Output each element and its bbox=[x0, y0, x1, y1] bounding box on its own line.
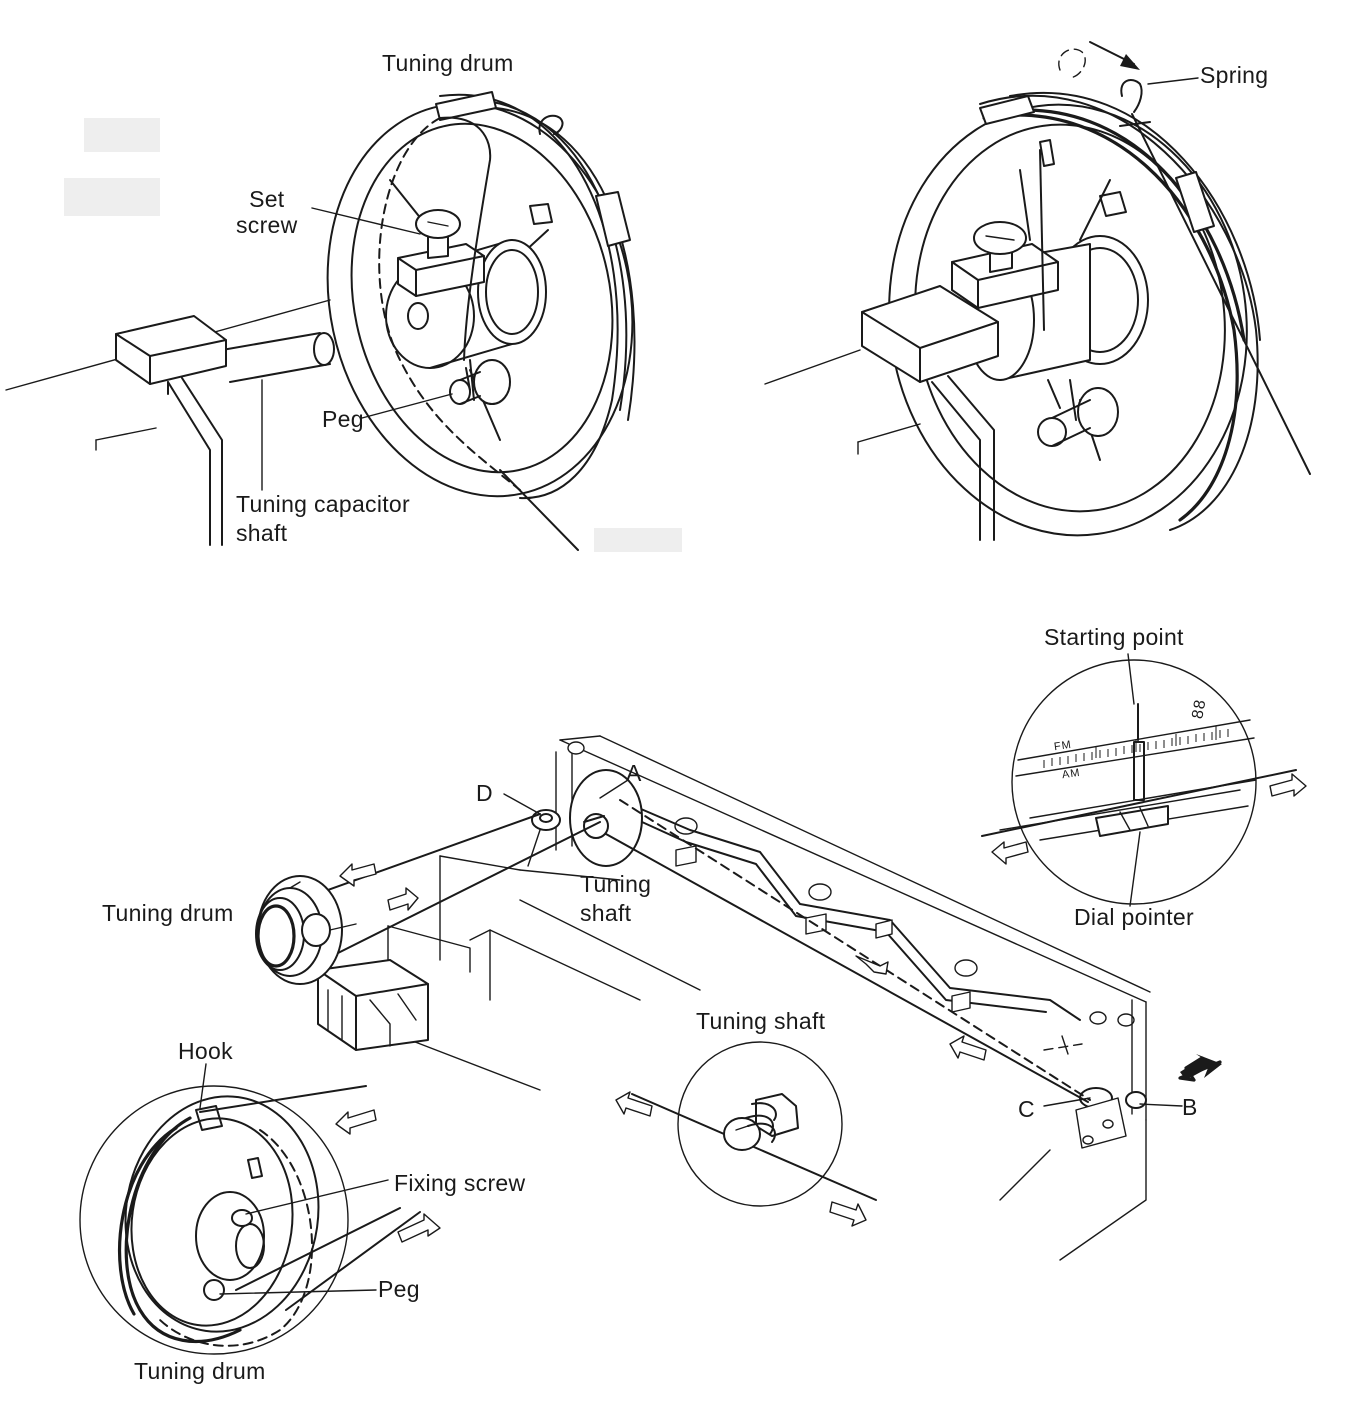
label-tuning-capacitor-shaft-text: Tuning capacitor shaft bbox=[236, 491, 410, 546]
point-leaders bbox=[503, 779, 1183, 1107]
arrow-cord-left bbox=[949, 1035, 987, 1061]
label-fixing-screw: Fixing screw bbox=[394, 1170, 526, 1196]
arrow-left-top bbox=[339, 863, 377, 887]
arrow-hook-right bbox=[397, 1213, 441, 1243]
label-spring: Spring bbox=[1200, 62, 1269, 88]
label-set-screw: Set screw bbox=[236, 186, 298, 238]
scan-artifact bbox=[64, 178, 160, 216]
label-tuning-capacitor-shaft: Tuning capacitor shaft bbox=[236, 490, 410, 548]
dial-label-fm: FM bbox=[1053, 738, 1073, 754]
label-point-c: C bbox=[1018, 1096, 1035, 1122]
label-tuning-shaft-center: Tuning shaft bbox=[580, 870, 651, 928]
label-hook: Hook bbox=[178, 1038, 233, 1064]
direction-arrows bbox=[339, 863, 1222, 1227]
label-dial-pointer: Dial pointer bbox=[1074, 904, 1194, 930]
label-starting-point: Starting point bbox=[1044, 624, 1184, 650]
arrow-hook-left bbox=[335, 1109, 377, 1135]
scan-artifact bbox=[84, 118, 160, 152]
arrow-shaft-right bbox=[829, 1201, 867, 1227]
label-point-b: B bbox=[1182, 1094, 1198, 1120]
label-tuning-drum-middle: Tuning drum bbox=[102, 900, 234, 926]
label-peg-top: Peg bbox=[322, 406, 364, 432]
dial-cord bbox=[299, 799, 1091, 1103]
arrow-rail bbox=[855, 955, 889, 975]
panel-top-left bbox=[5, 91, 636, 551]
dial-label-am: AM bbox=[1061, 766, 1082, 782]
arrow-right-mid bbox=[387, 887, 419, 911]
inset-tuning-shaft bbox=[631, 1041, 877, 1207]
panel-top-right bbox=[764, 41, 1311, 541]
arrow-inset-right bbox=[1269, 773, 1307, 797]
label-tuning-shaft-center-text: Tuning shaft bbox=[580, 871, 652, 926]
dial-label-88: 88 bbox=[1189, 697, 1210, 721]
label-set-screw-text: Set screw bbox=[236, 186, 298, 238]
label-tuning-drum-top: Tuning drum bbox=[382, 50, 514, 76]
label-point-d: D bbox=[476, 780, 493, 806]
label-peg-bottom: Peg bbox=[378, 1276, 420, 1302]
inset-hook-drum bbox=[79, 1063, 441, 1355]
label-point-a: A bbox=[626, 760, 642, 786]
label-tuning-shaft-inset: Tuning shaft bbox=[696, 1008, 826, 1034]
scan-artifact bbox=[594, 528, 682, 552]
arrow-shaft-left bbox=[615, 1091, 653, 1117]
dial-scale-ticks bbox=[1043, 726, 1229, 768]
arrow-inset-left bbox=[991, 841, 1029, 865]
tuning-drum-middle bbox=[255, 875, 357, 985]
label-tuning-drum-bottom: Tuning drum bbox=[134, 1358, 266, 1384]
inset-starting-point bbox=[981, 653, 1307, 907]
